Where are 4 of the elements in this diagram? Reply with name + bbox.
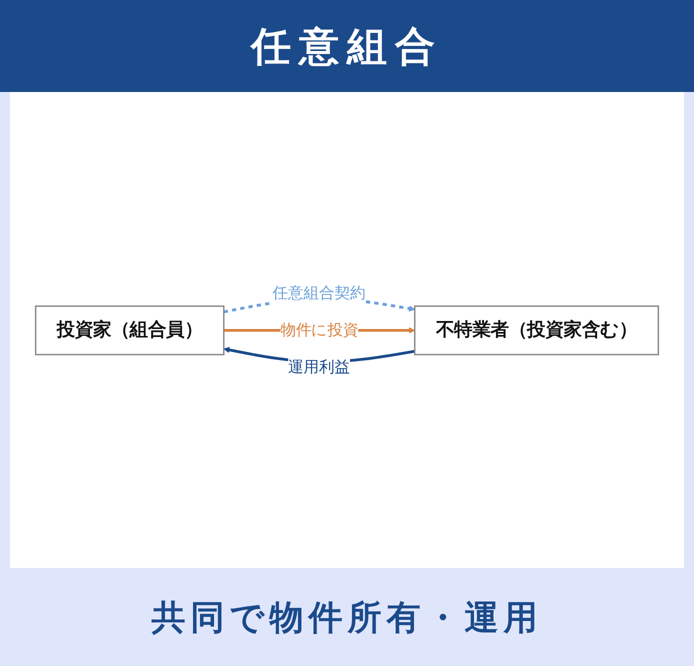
caption: 共同で物件所有・運用 <box>150 596 544 640</box>
node-box <box>34 305 224 355</box>
node-box <box>414 305 660 355</box>
title-banner: 任意組合 <box>0 0 694 92</box>
